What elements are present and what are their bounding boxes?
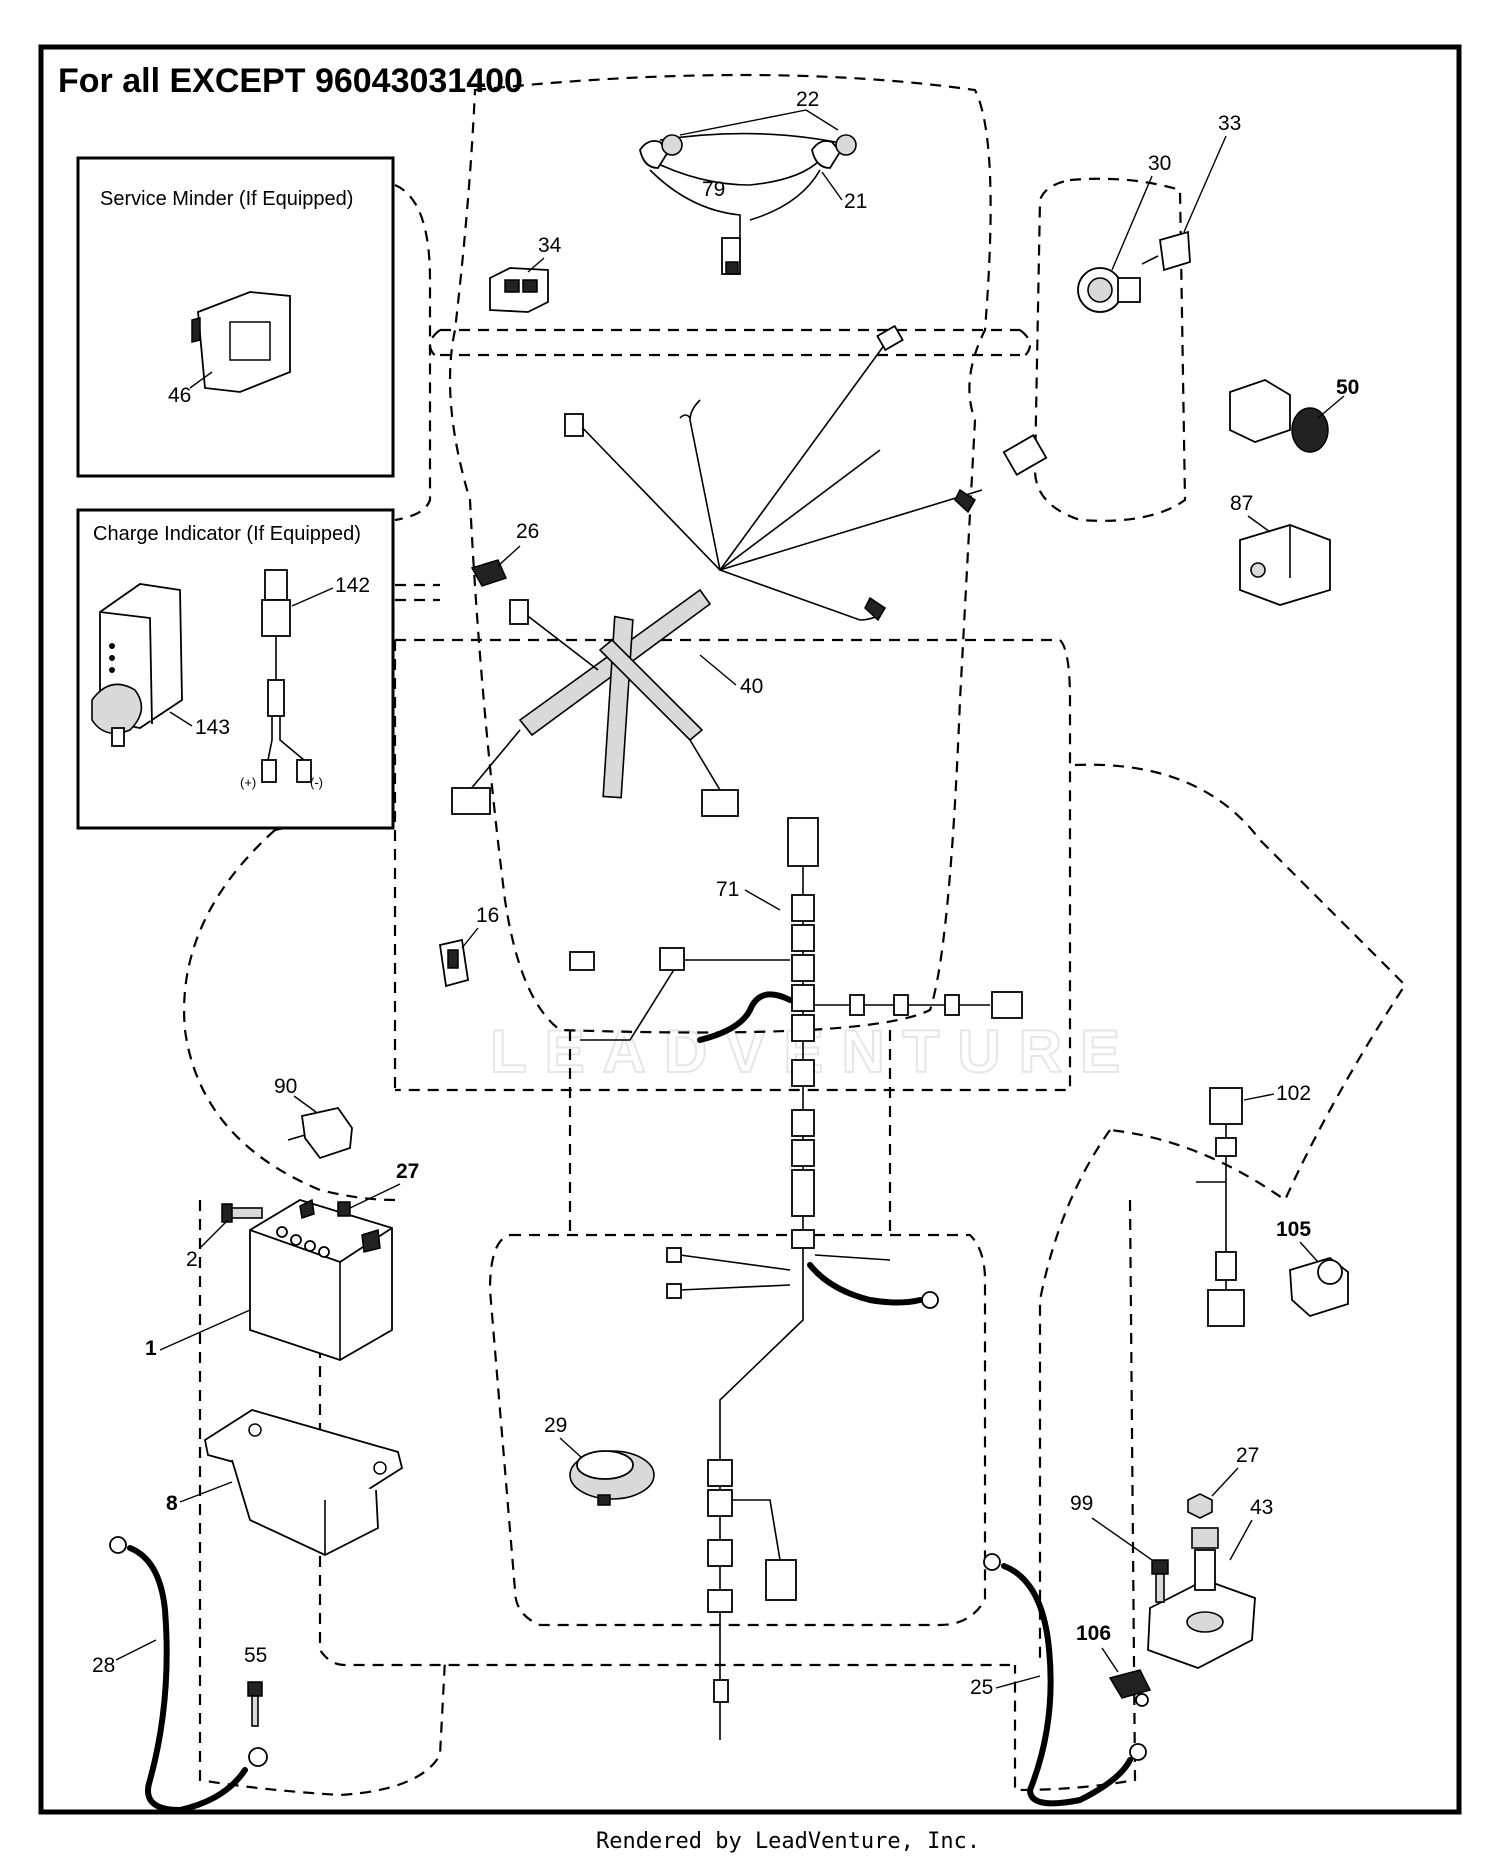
callout-99: 99 bbox=[1070, 1492, 1093, 1515]
callout-16: 16 bbox=[476, 904, 499, 927]
charge-indicator-inset: Charge Indicator (If Equipped) 143 (+) (… bbox=[76, 508, 395, 830]
diagram-border bbox=[38, 44, 1462, 1815]
diagram-heading: For all EXCEPT 96043031400 bbox=[58, 62, 523, 100]
ignition-key-33 bbox=[1141, 230, 1191, 272]
battery-bolt-2 bbox=[221, 1203, 263, 1223]
callout-22: 22 bbox=[796, 88, 819, 111]
callout-2: 2 bbox=[186, 1248, 198, 1271]
service-minder-inset: Service Minder (If Equipped) 46 bbox=[76, 156, 395, 478]
callout-46: 46 bbox=[168, 384, 191, 407]
callout-1: 1 bbox=[145, 1337, 157, 1360]
callout-106: 106 bbox=[1076, 1622, 1111, 1645]
footer-credit: Rendered by LeadVenture, Inc. bbox=[596, 1829, 980, 1854]
connector-part-16 bbox=[438, 938, 470, 988]
callout-21: 21 bbox=[844, 190, 867, 213]
callout-43: 43 bbox=[1250, 1496, 1273, 1519]
callout-90: 90 bbox=[274, 1075, 297, 1098]
callout-26: 26 bbox=[516, 520, 539, 543]
harness-71 bbox=[569, 817, 1023, 1250]
battery-nut-27 bbox=[337, 1201, 351, 1217]
callout-33: 33 bbox=[1218, 112, 1241, 135]
tractor-outline bbox=[183, 73, 1407, 1797]
callout-55: 55 bbox=[244, 1644, 267, 1667]
battery-cable-25 bbox=[983, 1553, 1147, 1807]
callout-87: 87 bbox=[1230, 492, 1253, 515]
service-minder-title: Service Minder (If Equipped) bbox=[100, 188, 353, 210]
switch-part-34 bbox=[489, 267, 549, 313]
callout-79: 79 bbox=[702, 178, 725, 201]
callout-40: 40 bbox=[740, 675, 763, 698]
charge-indicator-harness bbox=[261, 569, 312, 783]
label-positive: (+) bbox=[240, 775, 256, 790]
ignition-switch-30 bbox=[1077, 267, 1141, 313]
harness-102 bbox=[1196, 1087, 1245, 1327]
service-minder-display-part bbox=[191, 291, 291, 393]
callout-102: 102 bbox=[1276, 1082, 1311, 1105]
pto-switch-50 bbox=[1229, 379, 1329, 453]
battery-tray-8 bbox=[203, 1409, 404, 1557]
part-90 bbox=[287, 1106, 353, 1160]
part-105 bbox=[1289, 1257, 1349, 1318]
callout-142: 142 bbox=[335, 574, 370, 597]
part-106 bbox=[1108, 1669, 1152, 1707]
callout-71: 71 bbox=[716, 878, 739, 901]
part-29 bbox=[569, 1450, 655, 1506]
battery-1 bbox=[249, 1198, 393, 1361]
callout-105: 105 bbox=[1276, 1218, 1311, 1241]
callout-143: 143 bbox=[195, 716, 230, 739]
bolt-55 bbox=[247, 1681, 263, 1727]
charge-indicator-title: Charge Indicator (If Equipped) bbox=[93, 523, 361, 545]
lower-harness bbox=[666, 1247, 939, 1740]
starter-solenoid-43 bbox=[1147, 1527, 1256, 1669]
callout-30: 30 bbox=[1148, 152, 1171, 175]
charge-indicator-part bbox=[91, 583, 183, 747]
callout-27b: 27 bbox=[1236, 1444, 1259, 1467]
headlight-assembly bbox=[639, 132, 857, 275]
main-harness-40 bbox=[451, 324, 1048, 817]
battery-cable-28 bbox=[109, 1536, 268, 1814]
callout-50: 50 bbox=[1336, 376, 1359, 399]
callout-28: 28 bbox=[92, 1654, 115, 1677]
switch-part-87 bbox=[1239, 524, 1331, 606]
nut-27-solenoid bbox=[1187, 1493, 1213, 1519]
label-negative: (-) bbox=[310, 775, 323, 790]
callout-29: 29 bbox=[544, 1414, 567, 1437]
bolt-99 bbox=[1151, 1559, 1169, 1603]
callout-8: 8 bbox=[166, 1492, 178, 1515]
callout-27a: 27 bbox=[396, 1160, 419, 1183]
callout-34: 34 bbox=[538, 234, 562, 257]
fuse-holder-26 bbox=[470, 559, 508, 587]
callout-25: 25 bbox=[970, 1676, 993, 1699]
